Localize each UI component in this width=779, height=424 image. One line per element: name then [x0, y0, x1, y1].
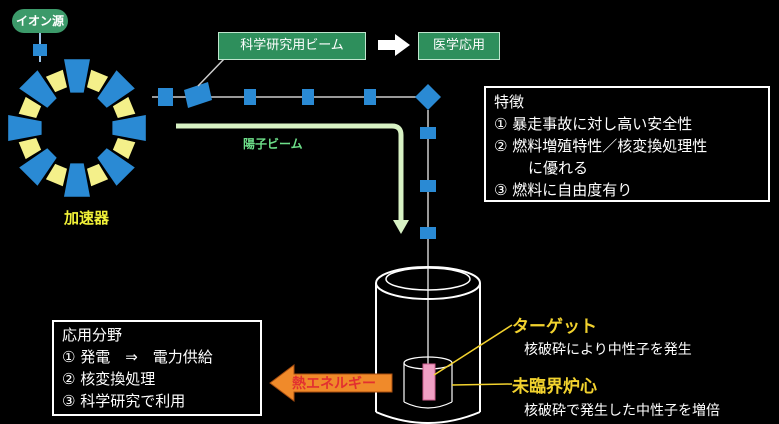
proton-beam-arrowhead — [393, 220, 409, 234]
proton-beam-label: 陽子ビーム — [243, 137, 303, 151]
ring-magnet-yellow — [87, 163, 109, 187]
proton-beam-arrow — [176, 123, 404, 222]
target-description: 核破砕により中性子を発生 — [524, 342, 692, 358]
application-item: ③ 科学研究で利用 — [62, 392, 186, 410]
core-callout-line — [451, 383, 513, 386]
target-callout-line — [433, 324, 513, 376]
beamline-magnet — [364, 89, 376, 105]
beamline-magnet — [420, 227, 436, 239]
beam-splitter-magnet — [184, 82, 212, 108]
beamline-magnet — [420, 180, 436, 192]
ring-magnet-yellow — [112, 138, 136, 160]
ring-magnet-blue — [97, 70, 135, 108]
core-bottom — [403, 401, 453, 409]
beamline-magnet — [420, 127, 436, 139]
application-item: ② 核変換処理 — [62, 370, 156, 388]
beamline-magnet — [158, 88, 173, 106]
application-item: ① 発電 ⇒ 電力供給 — [62, 348, 213, 366]
target-title: ターゲット — [512, 317, 597, 337]
ring-magnet-blue — [19, 148, 57, 186]
feature-item: ① 暴走事故に対し高い安全性 — [494, 115, 693, 133]
beamline-magnet — [302, 89, 314, 105]
applications-box: 応用分野 ① 発電 ⇒ 電力供給 ② 核変換処理 ③ 科学研究で利用 — [52, 320, 262, 416]
ring-magnet-yellow — [18, 138, 42, 160]
ring-magnet-blue — [97, 148, 135, 186]
ring-magnet-blue — [112, 115, 146, 141]
ion-injection-magnet — [33, 44, 47, 56]
subcritical-core-description: 核破砕で発生した中性子を増倍 — [524, 403, 720, 419]
subcritical-core-title: 未臨界炉心 — [512, 377, 597, 397]
features-box: 特徴 ① 暴走事故に対し高い安全性 ② 燃料増殖特性／核変換処理性 に優れる ③… — [484, 86, 770, 202]
accelerator-ring — [8, 59, 146, 197]
target-rod — [422, 363, 436, 401]
bending-magnet — [415, 84, 441, 110]
branch-beamline — [197, 57, 226, 87]
ring-magnet-blue — [64, 163, 90, 197]
medical-use-box: 医学応用 — [418, 32, 500, 60]
heat-energy-label: 熱エネルギー — [292, 376, 376, 392]
applications-title: 応用分野 — [62, 326, 123, 344]
reactor-vessel-bottom — [375, 411, 481, 424]
ring-magnet-yellow — [112, 96, 136, 118]
ring-magnet-blue — [64, 59, 90, 93]
ion-source-label: イオン源 — [12, 9, 68, 33]
ring-magnet-blue — [8, 115, 42, 141]
ring-magnet-yellow — [45, 163, 67, 187]
ring-magnet-yellow — [45, 69, 67, 93]
accelerator-label: 加速器 — [64, 209, 110, 227]
ring-magnet-blue — [19, 70, 57, 108]
feature-item: ② 燃料増殖特性／核変換処理性 — [494, 137, 708, 155]
right-arrow-icon — [378, 34, 410, 56]
beamline-magnet — [244, 89, 256, 105]
ring-magnet-yellow — [87, 69, 109, 93]
ring-magnet-yellow — [18, 96, 42, 118]
features-title: 特徴 — [494, 93, 525, 111]
reactor-vessel-rim — [385, 267, 471, 291]
feature-item-continued: に優れる — [528, 159, 589, 177]
heat-energy-arrow — [269, 364, 393, 402]
feature-item: ③ 燃料に自由度有り — [494, 181, 633, 199]
science-beam-box: 科学研究用ビーム — [218, 32, 366, 60]
